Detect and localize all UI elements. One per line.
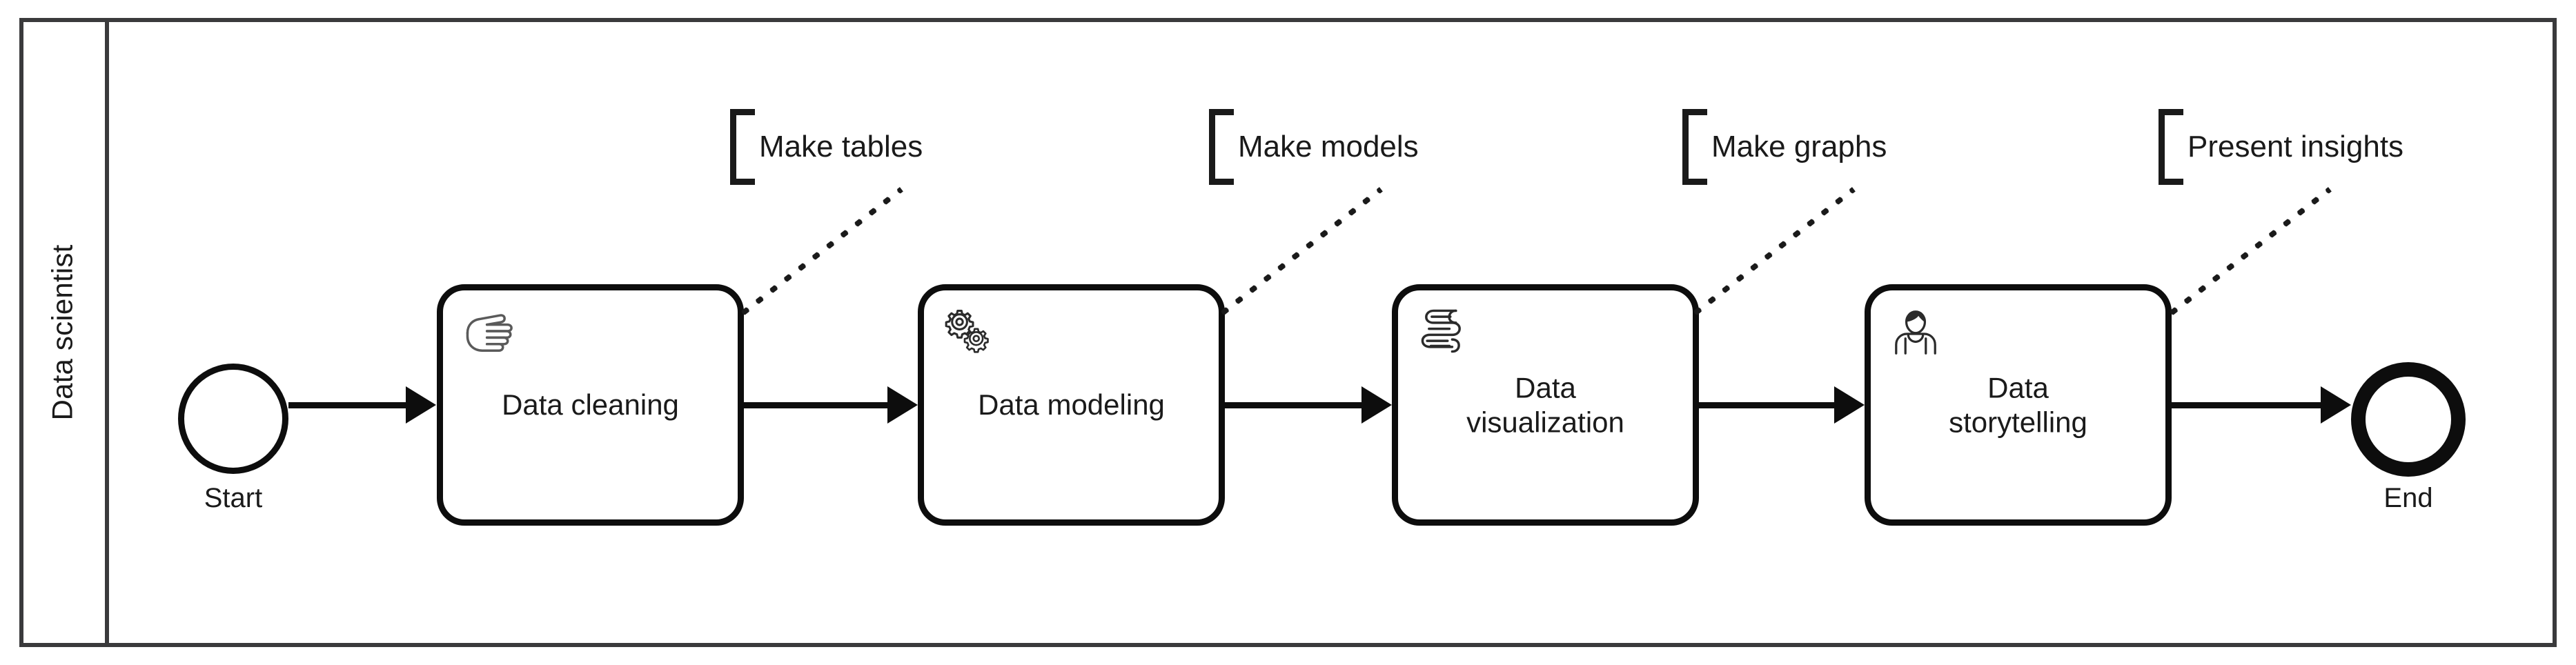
annotation-make-models: Make models bbox=[1209, 109, 1419, 185]
sequence-flow-5-arrowhead bbox=[2321, 386, 2351, 424]
task-data-visualization[interactable]: Data visualization bbox=[1392, 284, 1699, 526]
task-data-cleaning[interactable]: Data cleaning bbox=[437, 284, 744, 526]
start-event-label: Start bbox=[204, 483, 263, 513]
task-data-modeling[interactable]: Data modeling bbox=[918, 284, 1225, 526]
sequence-flow-1-arrowhead bbox=[406, 386, 436, 424]
lane-label: Data scientist bbox=[46, 244, 78, 421]
gears-icon bbox=[939, 301, 999, 361]
hand-icon bbox=[458, 301, 518, 361]
sequence-flow-2-arrowhead bbox=[887, 386, 918, 424]
task-label: Data visualization bbox=[1466, 371, 1624, 438]
start-event[interactable] bbox=[178, 364, 288, 474]
script-icon bbox=[1413, 301, 1473, 361]
end-event[interactable] bbox=[2351, 362, 2466, 477]
end-event-label: End bbox=[2383, 483, 2433, 513]
annotation-text: Make graphs bbox=[1711, 130, 1887, 163]
sequence-flow-3 bbox=[1225, 402, 1361, 408]
user-icon bbox=[1886, 301, 1945, 361]
lane-header-data-scientist: Data scientist bbox=[19, 18, 109, 647]
annotation-text: Make tables bbox=[759, 130, 923, 163]
annotation-bracket-icon bbox=[2159, 109, 2183, 185]
annotation-text: Present insights bbox=[2187, 130, 2404, 163]
sequence-flow-4 bbox=[1699, 402, 1834, 408]
sequence-flow-3-arrowhead bbox=[1361, 386, 1392, 424]
task-data-storytelling[interactable]: Data storytelling bbox=[1865, 284, 2172, 526]
annotation-text: Make models bbox=[1238, 130, 1419, 163]
sequence-flow-4-arrowhead bbox=[1834, 386, 1865, 424]
annotation-make-graphs: Make graphs bbox=[1682, 109, 1887, 185]
annotation-present-insights: Present insights bbox=[2159, 109, 2403, 185]
sequence-flow-1 bbox=[288, 402, 406, 408]
annotation-make-tables: Make tables bbox=[730, 109, 923, 185]
annotation-bracket-icon bbox=[730, 109, 755, 185]
annotation-bracket-icon bbox=[1209, 109, 1234, 185]
task-label: Data cleaning bbox=[502, 388, 679, 421]
sequence-flow-5 bbox=[2172, 402, 2321, 408]
annotation-bracket-icon bbox=[1682, 109, 1707, 185]
task-label: Data storytelling bbox=[1949, 371, 2087, 438]
sequence-flow-2 bbox=[744, 402, 887, 408]
task-label: Data modeling bbox=[978, 388, 1165, 421]
